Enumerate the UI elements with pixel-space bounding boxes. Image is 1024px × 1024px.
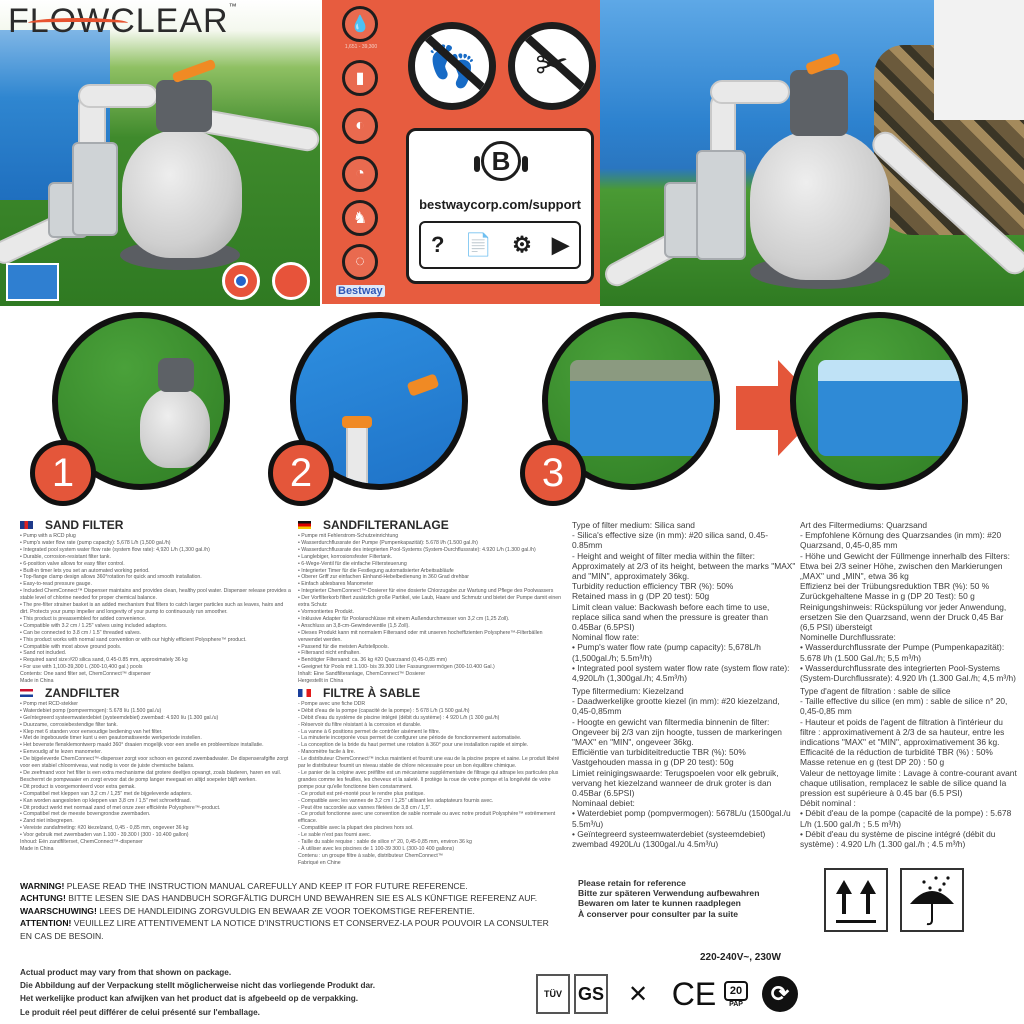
installation-steps: 1 2 3 — [0, 306, 1024, 512]
specs-fr: Type d'agent de filtration : sable de si… — [800, 686, 1017, 850]
fitting-badge — [272, 262, 310, 300]
hero-photo-right — [600, 0, 1024, 306]
uk-flag-icon — [20, 521, 33, 529]
step-3-badge: 3 — [520, 440, 586, 506]
filter-tank — [750, 130, 890, 280]
warning-en: WARNING! PLEASE READ THE INSTRUCTION MAN… — [20, 881, 468, 891]
multiport-valve — [156, 80, 212, 132]
no-climbing-icon: 👣 — [408, 22, 496, 110]
tools-settings-icon: ⚙ — [512, 232, 532, 257]
logo-swoosh — [28, 18, 128, 28]
specs-de: Art des Filtermediums: Quarzsand - Empfo… — [800, 520, 1016, 684]
step-3-after-image — [790, 312, 968, 490]
step-2-image — [290, 312, 468, 490]
specs-en: Type of filter medium: Silica sand - Sil… — [572, 520, 796, 684]
step-1-badge: 1 — [30, 440, 96, 506]
pump-motor — [696, 150, 746, 260]
this-way-up-icon — [824, 868, 888, 932]
keep-dry-icon — [900, 868, 964, 932]
hose-connection-thumbnail — [6, 263, 59, 301]
manual-icon: 📄 — [464, 232, 493, 257]
de-flag-icon — [298, 521, 311, 529]
hose — [710, 80, 790, 104]
tuv-mark-icon: TÜV — [536, 974, 570, 1014]
section-title: SAND FILTER — [45, 518, 124, 532]
product-hero-band: FLOWCLEAR™ 💧 1,651 - 39,300 ▮ ◐ ◔ ♞ ◌ Be… — [0, 0, 1024, 306]
warning-nl: WAARSCHUWING! LEES DE HANDLEIDING ZORGVU… — [20, 905, 475, 916]
filter-tank — [122, 130, 242, 258]
support-icon-row: ? 📄 ⚙ ▶ — [419, 221, 581, 269]
nl-flag-icon — [20, 688, 33, 697]
weee-bin-icon: ✕ — [627, 980, 649, 1008]
warning-fr: ATTENTION! VEUILLEZ LIRE ATTENTIVEMENT L… — [20, 918, 549, 941]
ce-mark-icon: CE — [671, 975, 717, 1012]
pump-strainer-icon: ♞ — [342, 200, 378, 236]
section-title: SANDFILTERANLAGE — [323, 518, 449, 532]
section-title: ZANDFILTER — [45, 685, 120, 700]
hero-photo-left: FLOWCLEAR™ — [0, 0, 320, 306]
flowclear-logo: FLOWCLEAR™ — [8, 2, 238, 40]
timer-icon: ◌ — [342, 244, 378, 280]
sand-capacity-icon: 💧 — [342, 6, 378, 42]
murky-pool — [570, 360, 714, 456]
power-rating: 220-240V~, 230W — [700, 952, 781, 963]
feature-list: • Pump with a RCD plug • Pump's water fl… — [20, 533, 291, 685]
feature-list: - Pompe avec une fiche DDR • Débit d'eau… — [298, 700, 560, 866]
polysphere-sand-icon: ◐ — [342, 108, 378, 144]
warning-de: ACHTUNG! BITTE LESEN SIE DAS HANDBUCH SO… — [20, 893, 538, 904]
headset-support-icon: B — [474, 141, 528, 181]
adapter-badge — [222, 262, 260, 300]
chemical-dispenser-icon: ▮ — [342, 60, 378, 96]
faq-icon: ? — [431, 232, 445, 257]
warning-block: WARNING! PLEASE READ THE INSTRUCTION MAN… — [20, 880, 560, 942]
section-en: SAND FILTER • Pump with a RCD plug • Pum… — [20, 518, 292, 853]
hose — [78, 84, 158, 108]
step-2-badge: 2 — [268, 440, 334, 506]
feature-list: • Pomp met RCD-stekker • Waterdebiet pom… — [20, 700, 289, 852]
clear-pool — [818, 360, 962, 456]
fr-flag-icon — [298, 688, 311, 697]
video-icon: ▶ — [551, 232, 569, 257]
section-de: SANDFILTERANLAGE • Pumpe mit Fehlerstrom… — [298, 518, 566, 867]
section-title: FILTRE À SABLE — [323, 685, 421, 700]
multiport-valve — [790, 70, 848, 136]
pressure-gauge-icon: ◔ — [342, 156, 378, 192]
no-sharp-objects-icon: ✂ — [508, 22, 596, 110]
bestway-logo: Bestway — [336, 285, 385, 297]
product-disclaimer: Actual product may vary from that shown … — [20, 968, 376, 1017]
feature-list: • Pumpe mit Fehlerstrom-Schutzeinrichtun… — [298, 533, 562, 685]
retain-notice: Please retain for reference Bitte zur sp… — [578, 878, 760, 919]
sand-capacity-caption: 1,651 - 39,300 — [344, 44, 378, 50]
support-info-box: B bestwaycorp.com/support ? 📄 ⚙ ▶ — [406, 128, 594, 284]
specs-nl: Type filtermedium: Kiezelzand - Daadwerk… — [572, 686, 791, 850]
feature-icons-panel: 💧 1,651 - 39,300 ▮ ◐ ◔ ♞ ◌ Bestway 👣 ✂ B… — [322, 0, 600, 304]
support-url[interactable]: bestwaycorp.com/support — [419, 197, 581, 212]
gs-mark-icon: GS — [574, 974, 608, 1014]
pump-motor — [72, 142, 118, 236]
recycling-pap-icon: 20 PAP — [716, 974, 756, 1014]
person-shirt — [934, 0, 1024, 120]
green-dot-icon: ⟳ — [762, 976, 798, 1012]
